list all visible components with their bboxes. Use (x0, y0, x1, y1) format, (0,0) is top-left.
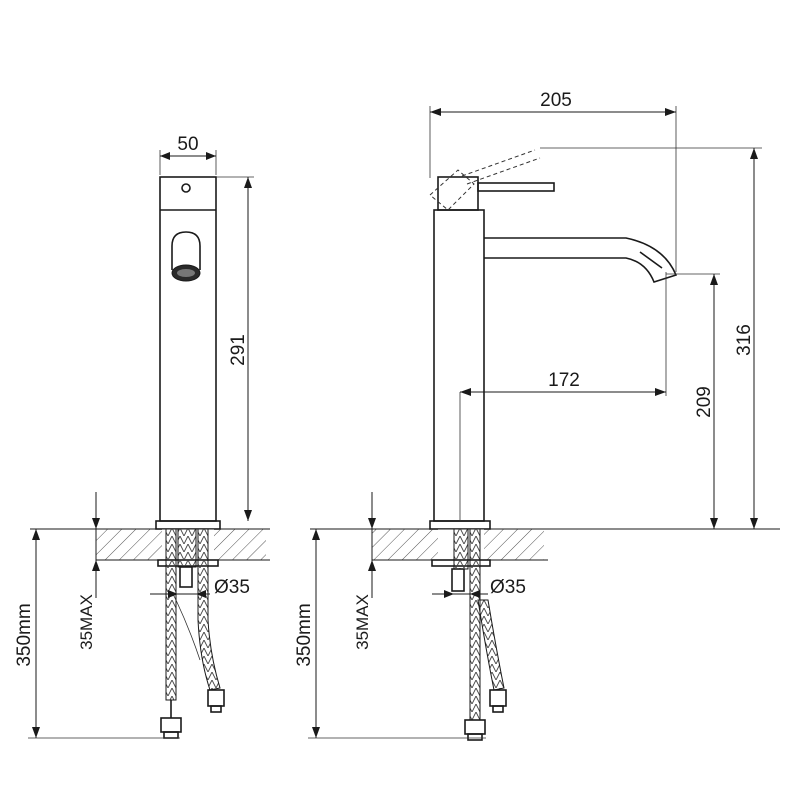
side-hose-length-label: 350mm (14, 603, 35, 666)
side-aerator-icon (171, 231, 201, 282)
side-width-label: 50 (177, 134, 198, 155)
front-spout-height-dimension: 209 (666, 273, 720, 529)
front-diameter-dimension: Ø35 (432, 577, 526, 598)
side-deck-thickness-label: 35MAX (77, 594, 96, 650)
side-faucet-body (159, 176, 217, 522)
side-deck-thickness-dimension: 35MAX (77, 492, 100, 650)
front-length-dimension: 205 (429, 90, 677, 272)
front-threaded-shank (453, 528, 469, 570)
side-screw-icon (181, 183, 191, 193)
side-base-ring (155, 520, 221, 530)
side-hose-length-dimension: 350mm (14, 529, 180, 739)
front-faucet-body (433, 209, 485, 522)
front-view: 205 316 172 209 (294, 90, 780, 741)
front-reach-label: 172 (548, 370, 580, 391)
front-lever-handle (477, 182, 555, 192)
front-deck (310, 528, 780, 567)
front-lever-open-position (429, 149, 541, 211)
front-reach-dimension: 172 (460, 272, 667, 396)
front-deck-thickness-label: 35MAX (353, 594, 372, 650)
front-nut (451, 568, 465, 592)
front-hose-length-dimension: 350mm (294, 529, 486, 739)
front-hoses (464, 528, 507, 741)
front-spout-height-label: 209 (694, 386, 715, 418)
front-height-dimension: 316 (540, 147, 762, 529)
side-threaded-shank (177, 528, 197, 568)
front-cartridge-head (437, 176, 479, 211)
front-spout (484, 237, 678, 283)
front-base-ring (429, 520, 491, 530)
front-height-label: 316 (734, 324, 755, 356)
side-width-dimension: 50 (159, 134, 217, 175)
side-deck (30, 528, 270, 567)
front-diameter-label: Ø35 (490, 577, 526, 598)
side-height-label: 291 (228, 334, 249, 366)
side-diameter-label: Ø35 (214, 577, 250, 598)
front-hose-length-label: 350mm (294, 603, 315, 666)
front-deck-thickness-dimension: 35MAX (353, 492, 376, 650)
side-view: 50 291 Ø35 35MAX (14, 134, 270, 739)
front-length-label: 205 (540, 90, 572, 111)
side-hoses (160, 528, 225, 739)
side-diameter-dimension: Ø35 (150, 577, 250, 598)
side-nut (179, 566, 193, 588)
side-height-dimension: 291 (216, 176, 254, 521)
